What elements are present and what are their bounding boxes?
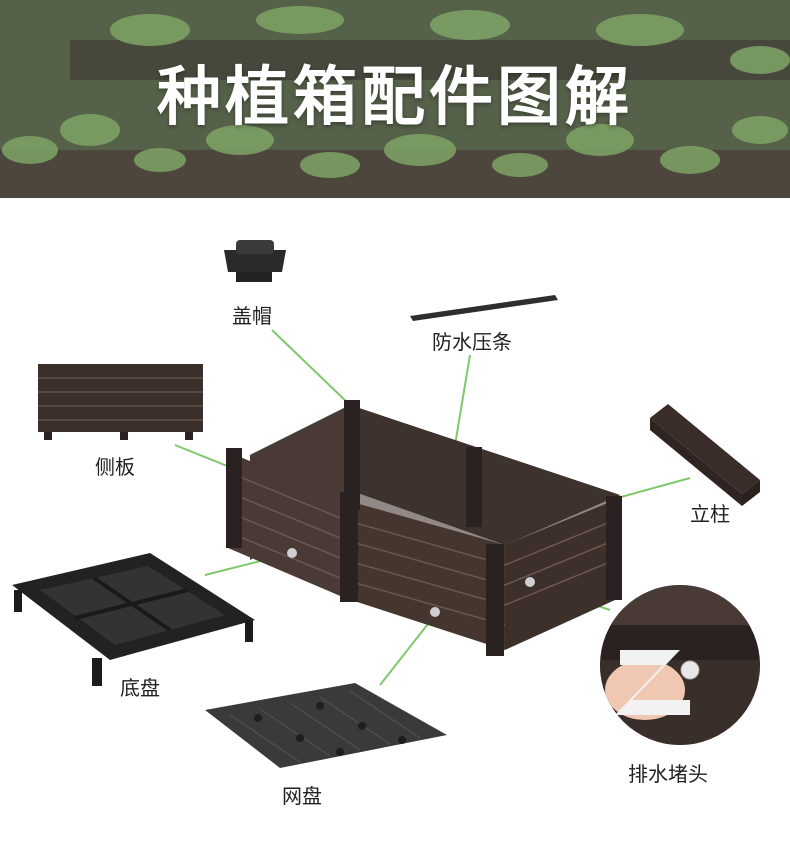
base-tray-image [12,553,255,686]
page-title: 种植箱配件图解 [157,61,633,135]
side-panel-label: 侧板 [95,455,135,479]
drain-plug-label: 排水堵头 [628,762,708,786]
banner-plants-image [0,0,790,198]
mesh-tray-label: 网盘 [282,784,322,808]
drain-plug-image [600,585,760,745]
side-panel-image [38,364,203,440]
post-label: 立柱 [690,502,730,526]
mesh-tray-image [205,683,447,768]
base-tray-label: 底盘 [120,676,160,700]
strip-image [410,295,558,321]
banner: 种植箱配件图解 [0,0,790,198]
planter-box-image [226,400,622,656]
post-image [650,404,760,506]
cap-label: 盖帽 [232,304,272,328]
cap-image [224,240,286,282]
strip-label: 防水压条 [432,330,512,354]
